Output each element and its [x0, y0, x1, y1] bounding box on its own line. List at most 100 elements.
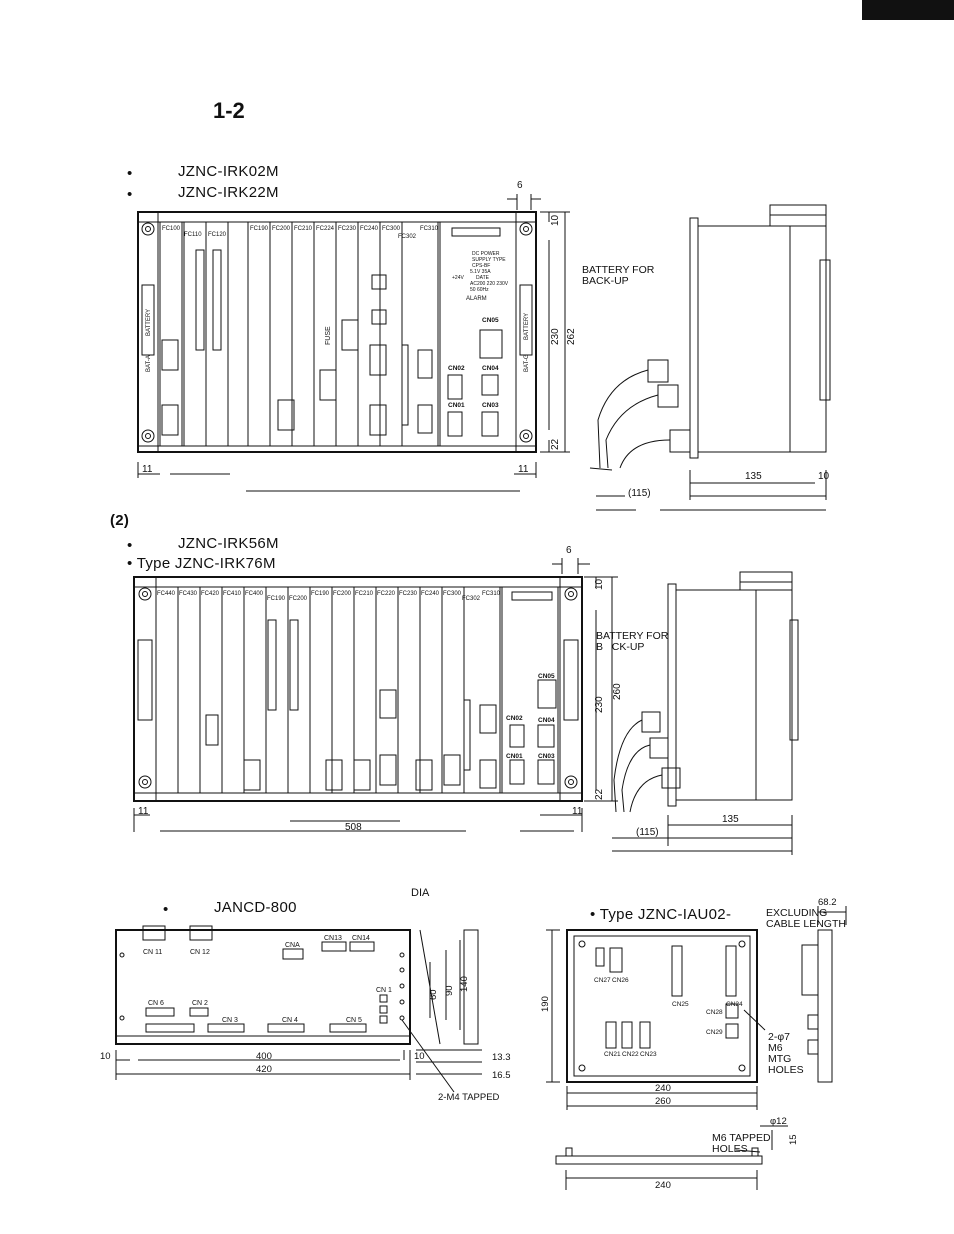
slot-label: FC230	[338, 226, 357, 232]
dim-label: 16.5	[492, 1070, 511, 1081]
panel-text: DATE	[476, 275, 490, 281]
dim-label: 10	[818, 471, 830, 482]
dim-label: 240	[655, 1180, 671, 1191]
connector-label: CN01	[506, 753, 523, 760]
dim-label: 420	[256, 1064, 272, 1075]
dim-label: 260	[612, 683, 623, 700]
connector-label: CN13	[324, 935, 342, 942]
connector-label: CN03	[538, 753, 555, 760]
rack1-panel-text: DC POWER SUPPLY TYPE CPS-BF 5.1V 35A +24…	[452, 251, 509, 302]
iau02-connector-labels: CN27 CN26 CN25 CN24 CN28 CN29 CN21 CN22 …	[594, 977, 743, 1058]
connector-label: CN 4	[282, 1017, 298, 1024]
battery-side-label: BAT-G	[524, 354, 530, 372]
dim-label: 140	[459, 976, 470, 992]
jancd-800-board	[115, 925, 482, 1093]
slot-label: FC100	[162, 226, 181, 232]
connector-label: CN 6	[148, 1000, 164, 1007]
dim-label: 10	[100, 1051, 111, 1062]
page-corner-mark	[862, 0, 954, 20]
connector-label: CN26	[612, 977, 629, 984]
dim-label: (115)	[628, 488, 651, 499]
battery-side-label: BATTERY	[524, 313, 530, 340]
connector-label: CN 12	[190, 949, 210, 956]
slot-label: FC190	[267, 596, 286, 602]
rack1-connector-labels: CN05 CN02 CN04 CN01 CN03	[448, 317, 499, 409]
bullet: •	[127, 165, 133, 182]
rack1-side	[589, 204, 831, 471]
panel-text: SUPPLY TYPE	[472, 257, 506, 263]
panel-text: +24V	[452, 275, 464, 281]
slot-label: FC200	[333, 591, 352, 597]
m6-tapped-label: M6 TAPPED HOLES	[712, 1132, 771, 1155]
panel-text: 50 60Hz	[470, 287, 489, 293]
slot-label: FC300	[382, 226, 401, 232]
dim-label: 508	[345, 822, 362, 833]
connector-label: CN21	[604, 1051, 621, 1058]
connector-label: CN01	[448, 402, 465, 409]
rack1-battery-labels: BAT-A BATTERY BAT-G BATTERY FUSE	[146, 309, 530, 372]
dim-label: 90	[444, 985, 455, 996]
section-number: 1-2	[213, 98, 245, 123]
connector-label: CN 3	[222, 1017, 238, 1024]
connector-label: CN25	[672, 1001, 689, 1008]
connector-label: CN 11	[143, 949, 162, 956]
dim-label: 6	[566, 545, 572, 556]
jancd-connector-labels: CN 11 CN 12 CNA CN13 CN14 CN 6 CN 2 CN 3…	[143, 935, 392, 1024]
connector-label: CN29	[706, 1029, 723, 1036]
fuse-label: FUSE	[325, 326, 332, 345]
jancd-dimensions: 10 400 10 420 13.3 16.5 60 90 140 2-M4 T…	[100, 976, 511, 1103]
excluding-cable-label: EXCLUDING CABLE LENGTH	[766, 907, 846, 930]
panel-text: CPS-BF	[472, 263, 490, 269]
connector-label: CNA	[285, 942, 300, 949]
dim-label: 22	[594, 788, 605, 800]
unit-type-label: • Type JZNC-IAU02-	[590, 906, 732, 923]
panel-text: ALARM	[466, 296, 487, 302]
connector-label: CN24	[726, 1001, 743, 1008]
dim-label: 11	[572, 806, 583, 817]
tapped-holes-label: 2-M4 TAPPED	[438, 1092, 500, 1103]
connector-label: CN27	[594, 977, 611, 984]
bullet-prefix: •	[127, 555, 137, 572]
rack2-front	[133, 576, 583, 802]
dim-label: 10	[414, 1051, 425, 1062]
connector-label: CN04	[482, 365, 499, 372]
connector-label: CN 2	[192, 1000, 208, 1007]
dim-label: 135	[722, 814, 739, 825]
rack1-dimensions: 6 10 230 262 22 11 11 135 10 (115)	[142, 180, 830, 499]
slot-label: FC240	[421, 591, 440, 597]
connector-label: CN04	[538, 717, 555, 724]
dia-label: DIA	[411, 887, 430, 899]
dim-label: 60	[428, 989, 439, 1000]
dim-label: 11	[138, 806, 149, 817]
rack1-front	[137, 211, 537, 453]
slot-label: FC230	[399, 591, 418, 597]
connector-label: CN 1	[376, 987, 392, 994]
dim-label: 10	[550, 214, 561, 226]
dim-label: 260	[655, 1096, 671, 1107]
slot-label: FC200	[272, 226, 291, 232]
connector-label: CN22	[622, 1051, 639, 1058]
dim-label: 240	[655, 1083, 671, 1094]
dim-label: 13.3	[492, 1052, 511, 1063]
dim-label: 262	[566, 328, 577, 345]
dim-label: 22	[550, 438, 561, 450]
connector-label: CN02	[506, 715, 523, 722]
panel-text: AC200 220 230V	[470, 281, 509, 287]
slot-label: FC240	[360, 226, 379, 232]
bullet: •	[127, 186, 133, 203]
mtg-holes-label: 2-φ7 M6 MTG HOLES	[768, 1031, 804, 1076]
slot-label: FC220	[377, 591, 396, 597]
panel-text: 5.1V 35A	[470, 269, 491, 275]
battery-side-label: BAT-A	[146, 355, 152, 372]
connector-label: CN28	[706, 1009, 723, 1016]
type-label-irk56m: JZNC-IRK56M	[178, 535, 279, 552]
slot-label: FC302	[398, 234, 417, 240]
type-label-irk02m: JZNC-IRK02M	[178, 163, 279, 180]
slot-label: FC300	[443, 591, 462, 597]
dim-label: φ12	[770, 1116, 787, 1127]
bullet: •	[163, 901, 169, 918]
dim-label: 68.2	[818, 897, 837, 908]
jznc-iau02-unit	[546, 906, 847, 1190]
slot-label: FC190	[250, 226, 269, 232]
